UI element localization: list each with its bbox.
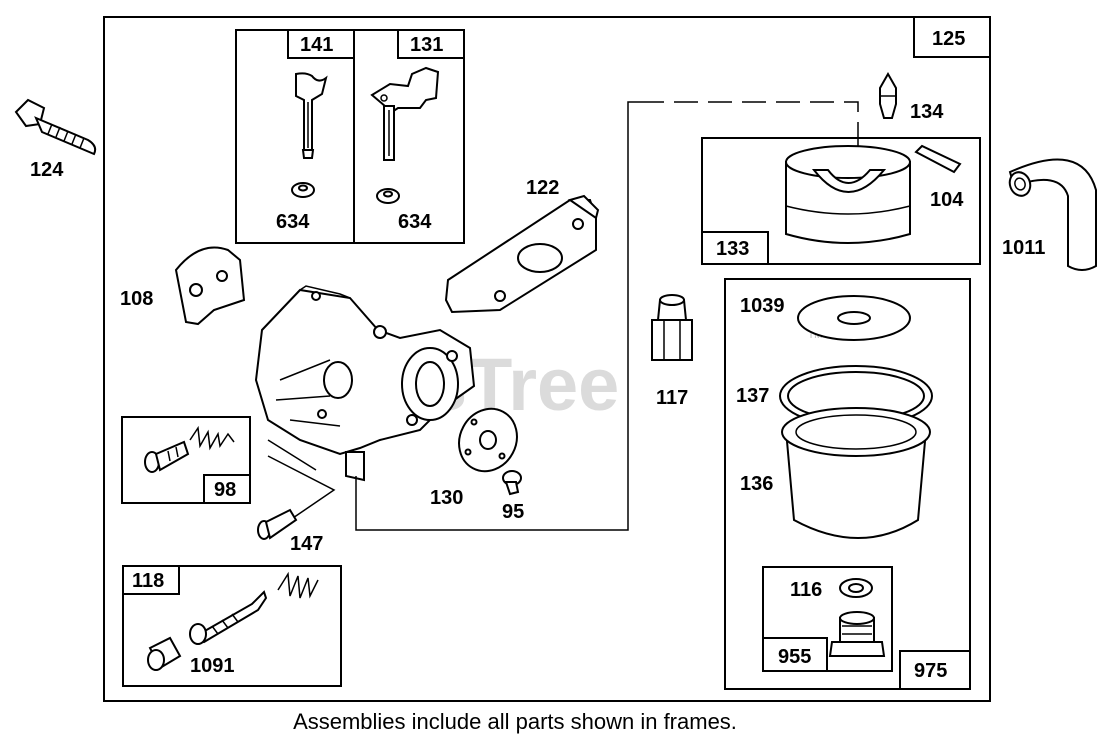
frame-label-box-131 <box>397 29 465 59</box>
frame-label-box-975 <box>899 650 971 690</box>
bowl-nut-955-part <box>828 611 886 657</box>
part-label-134: 134 <box>910 101 944 123</box>
needle-134-part <box>879 71 897 119</box>
gasket-1039-part <box>797 295 911 341</box>
part-label-108: 108 <box>120 288 153 310</box>
frame-label-131: 131 <box>410 34 443 56</box>
throttle-shaft-part <box>295 72 328 159</box>
frame-label-box-118 <box>122 565 180 595</box>
spring-118-part <box>277 571 319 599</box>
cap-1091-part <box>147 636 182 671</box>
part-label-104: 104 <box>930 189 964 211</box>
seal-634a-part <box>291 182 315 198</box>
leader-dash-top <box>640 101 859 176</box>
frame-label-box-955 <box>762 637 828 672</box>
part-label-95: 95 <box>502 501 524 523</box>
screw-98-part <box>144 440 190 473</box>
gasket-122-part <box>444 194 600 314</box>
part-label-124: 124 <box>30 159 64 181</box>
watermark-tm: TM <box>808 330 822 341</box>
washer-116-part <box>839 578 873 598</box>
part-label-136: 136 <box>740 473 773 495</box>
bolt-124-part <box>14 98 97 156</box>
screw-95-part <box>502 470 522 496</box>
part-label-130: 130 <box>430 487 463 509</box>
leader-98 <box>267 439 336 521</box>
choke-shaft-part <box>370 66 440 161</box>
frame-118 <box>122 565 342 687</box>
frame-label-133: 133 <box>716 238 749 260</box>
frame-label-box-133 <box>701 231 769 265</box>
part-label-1091: 1091 <box>190 655 235 677</box>
frame-label-box-125 <box>913 16 991 58</box>
part-label-634b: 634 <box>398 211 432 233</box>
frame-label-125: 125 <box>932 28 965 50</box>
pin-104-part <box>914 144 962 174</box>
frame-label-141: 141 <box>300 34 333 56</box>
hose-1011-part <box>1008 158 1097 271</box>
needle-1091-part <box>189 590 268 645</box>
part-label-122: 122 <box>526 177 559 199</box>
bowl-136-part <box>781 407 931 539</box>
spring-98-part <box>189 425 235 451</box>
part-label-117: 117 <box>656 387 688 409</box>
frame-label-box-98 <box>203 474 251 504</box>
leader-carb-fuel <box>355 101 640 531</box>
part-label-137: 137 <box>736 385 769 407</box>
frame-98 <box>121 416 251 504</box>
main-frame <box>103 16 991 702</box>
frame-975 <box>724 278 971 690</box>
diaphragm-130-part <box>458 407 518 473</box>
frame-label-98: 98 <box>214 479 236 501</box>
seal-634b-part <box>376 188 400 204</box>
frame-133 <box>701 137 981 265</box>
part-label-1039: 1039 <box>740 295 785 317</box>
caption: Assemblies include all parts shown in fr… <box>293 709 737 734</box>
plate-108-part <box>174 246 246 326</box>
float-133-part <box>785 145 911 244</box>
frame-label-box-141 <box>287 29 355 59</box>
part-label-147: 147 <box>290 533 323 555</box>
part-label-634a: 634 <box>276 211 310 233</box>
frame-label-955: 955 <box>778 646 811 668</box>
frame-label-118: 118 <box>132 570 164 592</box>
frame-label-975: 975 <box>914 660 947 682</box>
carburetor-body-part <box>254 285 476 482</box>
fitting-117-part <box>651 294 693 361</box>
part-label-1011: 1011 <box>1002 237 1045 259</box>
screw-147-part <box>257 508 298 540</box>
part-label-116: 116 <box>790 579 822 601</box>
